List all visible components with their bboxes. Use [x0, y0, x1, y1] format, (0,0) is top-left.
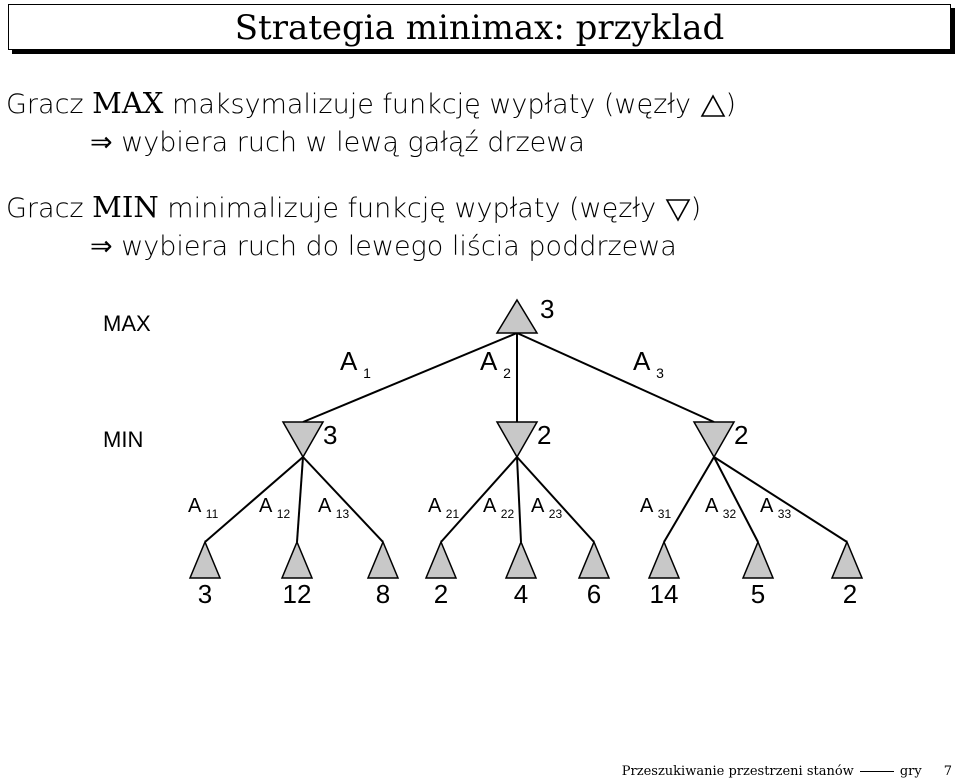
leaf-value-7: 14 [650, 579, 679, 609]
leaf-value-4: 2 [434, 579, 448, 609]
move-label-A2: A 2 [480, 346, 511, 381]
edge-root-min-1 [302, 332, 518, 423]
edge-min-leaf-9 [713, 456, 848, 543]
max-description: Gracz MAX maksymalizuje funkcję wypłaty … [6, 86, 736, 122]
max-prefix: Gracz [6, 89, 93, 120]
leaf-node-4 [424, 540, 458, 579]
footer-page: 7 [943, 764, 952, 779]
min-implication-line: ⇒ wybiera ruch do lewego liścia poddrzew… [90, 230, 677, 264]
move-label-A23: A 23 [531, 495, 562, 521]
leaf-value-5: 4 [514, 579, 528, 609]
edge-min-leaf-1 [204, 456, 304, 543]
leaf-value-8: 5 [751, 579, 765, 609]
footer-dash [859, 771, 894, 772]
edge-min-leaf-4 [440, 456, 518, 543]
minimax-tree: 3 3 2 2 MAX MIN A 1 A 2 A 3 A 11 A 12 A 13 A 21 A 22 A… [103, 294, 864, 609]
move-label-A13: A 13 [318, 495, 349, 521]
page-title: Strategia minimax: przyklad [234, 8, 725, 48]
edge-min-leaf-2 [296, 456, 304, 543]
footer-section: Przeszukiwanie przestrzeni stanów [621, 764, 854, 779]
implies-icon: ⇒ [90, 231, 122, 262]
move-label-A31: A 31 [640, 495, 671, 521]
edge-min-leaf-5 [516, 456, 522, 543]
max-implication-line: ⇒ wybiera ruch w lewą gałąź drzewa [90, 126, 585, 160]
min-text: minimalizuje funkcję wypłaty (węzły [158, 193, 665, 224]
max-player: MAX [92, 86, 164, 120]
min-node-value-2: 2 [537, 420, 551, 450]
move-label-A32: A 32 [705, 495, 736, 521]
min-node-3 [692, 421, 736, 459]
leaf-value-9: 2 [843, 579, 857, 609]
max-node-value: 3 [540, 294, 554, 324]
min-description: Gracz MIN minimalizuje funkcję wypłaty (… [6, 190, 701, 226]
min-player: MIN [92, 190, 159, 224]
footer: Przeszukiwanie przestrzeni stanów gry 7 [622, 764, 952, 779]
leaf-node-7 [647, 540, 681, 579]
min-suffix: ) [690, 193, 702, 224]
max-implication: wybiera ruch w lewą gałąź drzewa [121, 127, 585, 158]
footer-topic: gry [899, 764, 922, 779]
leaf-value-6: 6 [587, 579, 601, 609]
move-label-A1: A 1 [340, 346, 371, 381]
edge-min-leaf-7 [663, 456, 715, 543]
move-label-A11: A 11 [188, 495, 219, 521]
min-prefix: Gracz [6, 193, 93, 224]
leaf-node-2 [280, 540, 314, 579]
move-label-A3: A 3 [633, 346, 664, 381]
move-label-A12: A 12 [259, 495, 290, 521]
min-node-value-3: 2 [734, 420, 748, 450]
leaf-node-9 [830, 540, 864, 579]
min-node-1 [281, 421, 325, 459]
leaf-node-5 [504, 540, 538, 579]
leaf-value-3: 8 [376, 579, 390, 609]
edge-min-leaf-8 [713, 456, 759, 543]
move-label-A21: A 21 [428, 495, 459, 521]
level-label-min: MIN [103, 427, 143, 452]
edge-root-min-3 [516, 332, 715, 423]
move-label-A33: A 33 [760, 495, 791, 521]
title-box: Strategia minimax: przyklad [8, 4, 951, 50]
triangle-up-icon [700, 93, 725, 117]
leaf-node-1 [188, 540, 222, 579]
edge-min-leaf-6 [516, 456, 595, 543]
min-node-2 [495, 421, 539, 459]
max-text: maksymalizuje funkcję wypłaty (węzły [163, 89, 700, 120]
max-suffix: ) [725, 89, 737, 120]
leaf-value-1: 3 [198, 579, 212, 609]
edge-min-leaf-3 [302, 456, 384, 543]
leaf-node-6 [577, 540, 611, 579]
triangle-down-icon [665, 198, 690, 222]
leaf-node-8 [741, 540, 775, 579]
min-implication: wybiera ruch do lewego liścia poddrzewa [121, 231, 677, 262]
leaf-value-2: 12 [283, 579, 312, 609]
max-node [495, 298, 539, 334]
level-label-max: MAX [103, 311, 151, 336]
min-node-value-1: 3 [323, 420, 337, 450]
implies-icon: ⇒ [90, 127, 122, 158]
move-label-A22: A 22 [483, 495, 514, 521]
leaf-node-3 [366, 540, 400, 579]
